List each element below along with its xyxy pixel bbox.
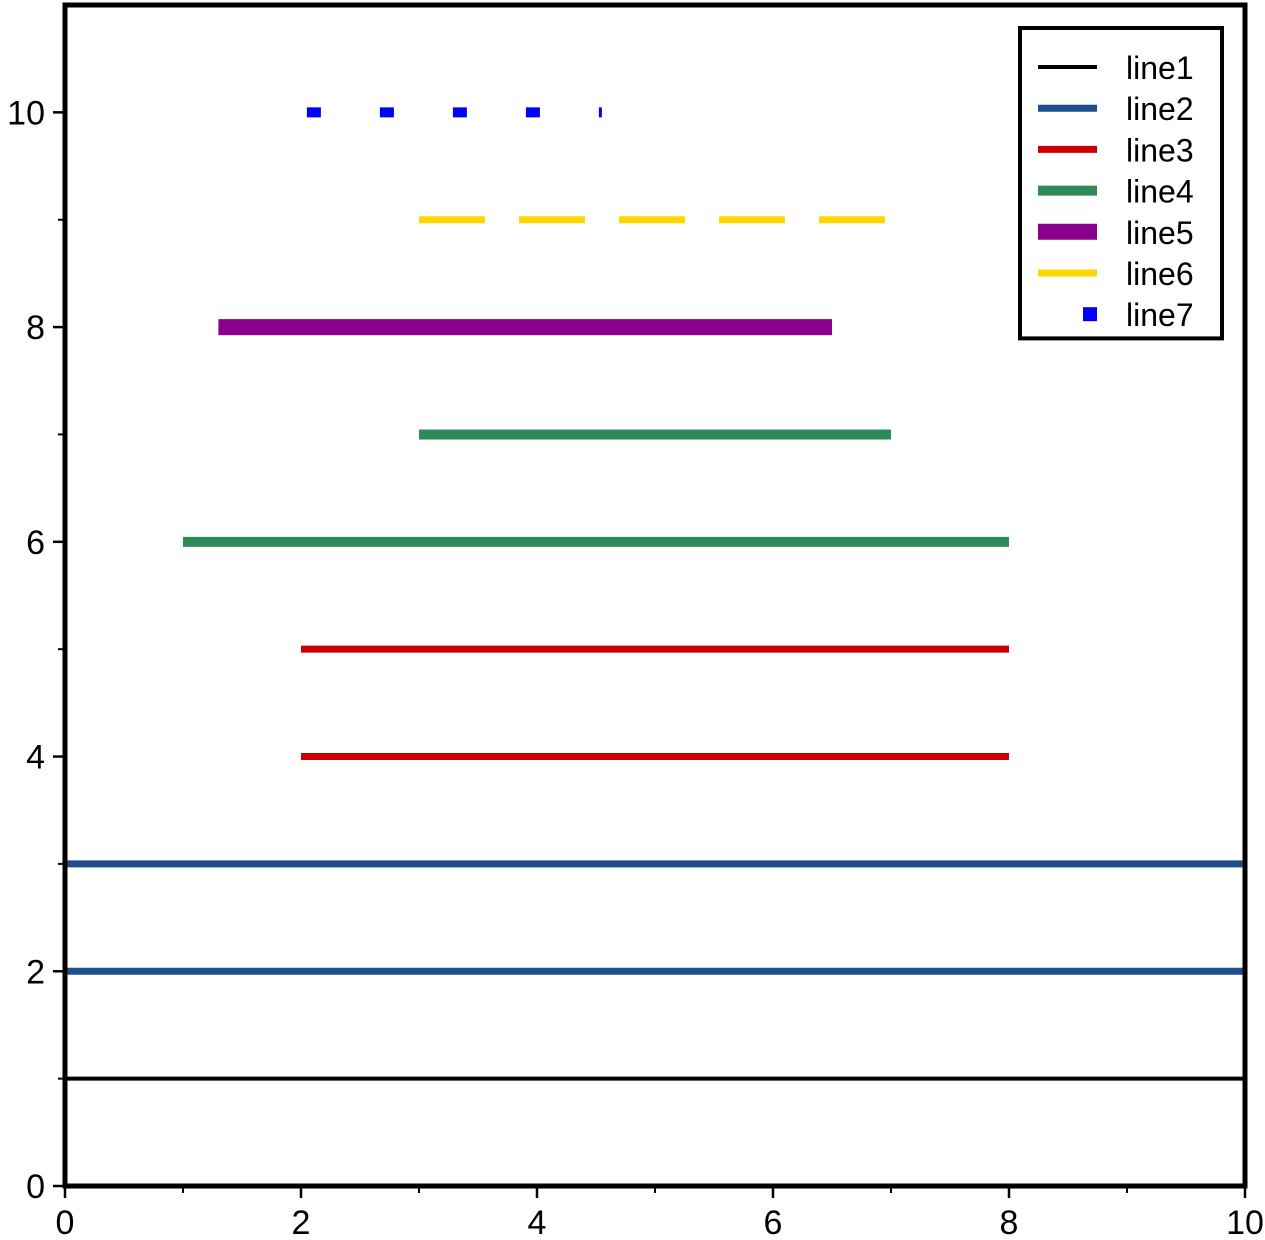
- y-tick-label: 4: [26, 739, 45, 777]
- x-tick-label: 8: [1000, 1204, 1019, 1240]
- legend-label-line5: line5: [1126, 215, 1194, 251]
- y-tick-label: 10: [7, 94, 45, 132]
- y-tick-label: 0: [26, 1168, 45, 1206]
- axis-ticks: 0 2 4 6 8 10 0 2 4 6 8 10: [7, 94, 1264, 1240]
- legend-box: [1018, 26, 1224, 341]
- x-tick-label: 10: [1226, 1204, 1264, 1240]
- legend-label-line1: line1: [1126, 50, 1194, 86]
- x-tick-label: 2: [292, 1204, 311, 1240]
- plot-lines: [65, 107, 1245, 1081]
- legend: line1 line2 line3 line4 line5 line6 line7: [1018, 26, 1224, 341]
- y-tick-label: 6: [26, 524, 45, 562]
- x-tick-label: 0: [56, 1204, 75, 1240]
- legend-label-line3: line3: [1126, 132, 1194, 168]
- legend-label-line2: line2: [1126, 91, 1194, 127]
- x-tick-label: 4: [528, 1204, 547, 1240]
- y-tick-label: 8: [26, 309, 45, 347]
- legend-label-line4: line4: [1126, 174, 1194, 210]
- y-tick-label: 2: [26, 953, 45, 991]
- legend-swatch-line7: [1083, 307, 1097, 322]
- legend-label-line7: line7: [1126, 297, 1194, 333]
- legend-label-line6: line6: [1126, 256, 1194, 292]
- x-tick-label: 6: [764, 1204, 783, 1240]
